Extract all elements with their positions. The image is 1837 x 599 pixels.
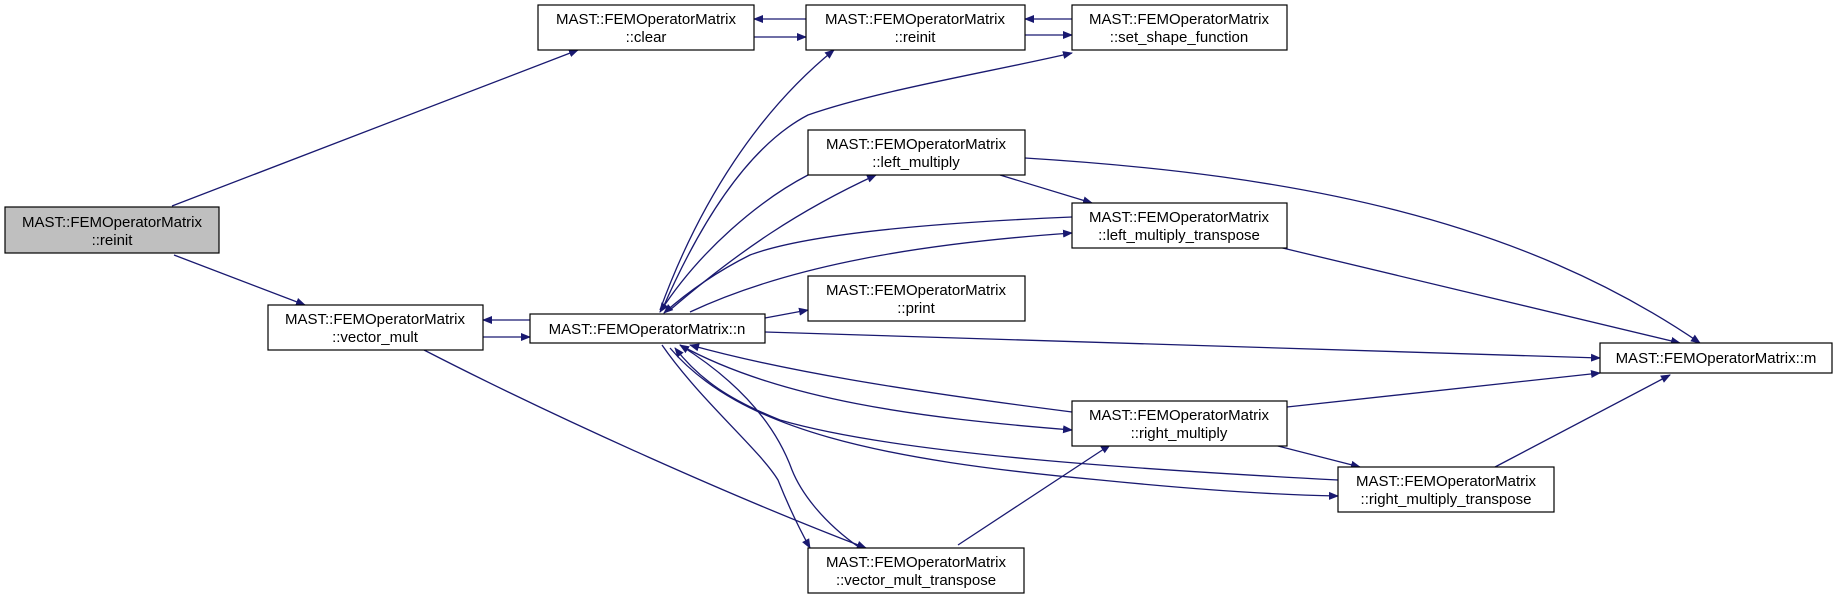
node-reinit[interactable]: MAST::FEMOperatorMatrix ::reinit [805, 4, 1026, 51]
node-m[interactable]: MAST::FEMOperatorMatrix::m [1599, 342, 1833, 374]
node-vector-mult-line2: ::vector_mult [332, 329, 419, 346]
node-left-multiply-transpose[interactable]: MAST::FEMOperatorMatrix ::left_multiply_… [1071, 202, 1288, 249]
node-n-label: MAST::FEMOperatorMatrix::n [549, 321, 746, 338]
edge-root-reinit-to-vector-mult [173, 254, 306, 306]
edge-vector-mult-transpose-to-right-multiply [957, 444, 1111, 546]
node-root-reinit[interactable]: MAST::FEMOperatorMatrix ::reinit [4, 206, 220, 254]
edge-n-to-right-multiply [679, 344, 1073, 434]
edge-n-to-vector-mult-transpose [661, 344, 811, 549]
node-left-multiply-transpose-line2: ::left_multiply_transpose [1098, 227, 1260, 244]
node-right-multiply-line2: ::right_multiply [1131, 425, 1228, 442]
node-left-multiply[interactable]: MAST::FEMOperatorMatrix ::left_multiply [807, 129, 1026, 176]
node-clear[interactable]: MAST::FEMOperatorMatrix ::clear [537, 4, 755, 51]
edge-left-multiply-to-n [659, 174, 809, 313]
edge-left-multiply-to-left-multiply-transpose [999, 174, 1093, 205]
edge-n-to-print [764, 307, 809, 319]
node-n[interactable]: MAST::FEMOperatorMatrix::n [529, 313, 766, 344]
edge-right-multiply-to-m [1286, 369, 1601, 408]
edge-layer [171, 15, 1701, 549]
node-m-label: MAST::FEMOperatorMatrix::m [1616, 350, 1817, 367]
edge-right-multiply-transpose-to-n [674, 347, 1339, 481]
edge-left-multiply-transpose-to-m [1269, 244, 1681, 345]
edge-n-to-m [764, 331, 1601, 362]
edge-left-multiply-to-m [1024, 157, 1701, 344]
node-reinit-line2: ::reinit [895, 29, 937, 46]
node-left-multiply-line2: ::left_multiply [872, 154, 960, 171]
node-left-multiply-transpose-line1: MAST::FEMOperatorMatrix [1089, 209, 1270, 226]
edge-right-multiply-to-right-multiply-transpose [1269, 443, 1361, 469]
node-vector-mult-transpose-line1: MAST::FEMOperatorMatrix [826, 554, 1007, 571]
node-set-shape-function-line2: ::set_shape_function [1110, 29, 1248, 46]
node-set-shape-function[interactable]: MAST::FEMOperatorMatrix ::set_shape_func… [1071, 4, 1288, 51]
node-print-line2: ::print [897, 300, 935, 317]
node-set-shape-function-line1: MAST::FEMOperatorMatrix [1089, 11, 1270, 28]
node-root-reinit-line2: ::reinit [92, 232, 134, 249]
edge-root-reinit-to-clear [171, 49, 579, 207]
edge-n-to-set-shape-function [661, 51, 1073, 311]
edge-n-to-reinit [659, 49, 835, 311]
node-vector-mult-transpose[interactable]: MAST::FEMOperatorMatrix ::vector_mult_tr… [807, 547, 1025, 594]
node-left-multiply-line1: MAST::FEMOperatorMatrix [826, 136, 1007, 153]
node-vector-mult-transpose-line2: ::vector_mult_transpose [836, 572, 996, 589]
edge-n-to-left-multiply-transpose [689, 229, 1073, 313]
node-right-multiply-transpose[interactable]: MAST::FEMOperatorMatrix ::right_multiply… [1337, 466, 1555, 513]
edge-right-multiply-to-n [689, 343, 1073, 413]
node-vector-mult-line1: MAST::FEMOperatorMatrix [285, 311, 466, 328]
node-print[interactable]: MAST::FEMOperatorMatrix ::print [807, 275, 1026, 322]
node-clear-line2: ::clear [626, 29, 667, 46]
node-print-line1: MAST::FEMOperatorMatrix [826, 282, 1007, 299]
node-reinit-line1: MAST::FEMOperatorMatrix [825, 11, 1006, 28]
node-root-reinit-line1: MAST::FEMOperatorMatrix [22, 214, 203, 231]
edge-vector-mult-transpose-to-n [679, 344, 861, 549]
node-right-multiply-line1: MAST::FEMOperatorMatrix [1089, 407, 1270, 424]
node-vector-mult[interactable]: MAST::FEMOperatorMatrix ::vector_mult [267, 304, 484, 351]
node-clear-line1: MAST::FEMOperatorMatrix [556, 11, 737, 28]
edge-vector-mult-to-vector-mult-transpose [423, 349, 867, 549]
node-layer: MAST::FEMOperatorMatrix ::reinit MAST::F… [4, 4, 1833, 594]
edge-n-to-right-multiply-transpose [669, 347, 1339, 500]
node-right-multiply[interactable]: MAST::FEMOperatorMatrix ::right_multiply [1071, 400, 1288, 447]
edge-right-multiply-transpose-to-m [1494, 374, 1671, 468]
edge-left-multiply-transpose-to-n [663, 216, 1073, 314]
node-right-multiply-transpose-line1: MAST::FEMOperatorMatrix [1356, 473, 1537, 490]
node-right-multiply-transpose-line2: ::right_multiply_transpose [1361, 491, 1532, 508]
